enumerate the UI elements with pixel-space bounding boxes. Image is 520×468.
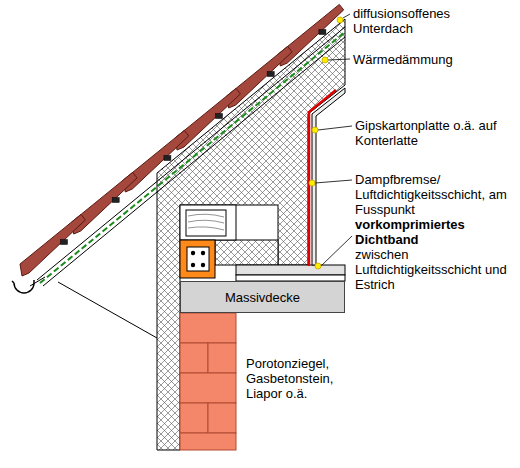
callout-label: Dampfbremse/ Luftdichtigkeitsschicht, am… xyxy=(355,172,513,217)
vapour-barrier xyxy=(309,90,336,266)
callout-label: Wärmedämmung xyxy=(353,52,513,67)
callout-label: zwischen Luftdichtigkeitsschicht und Est… xyxy=(355,247,513,292)
slab-label: Massivdecke xyxy=(225,290,300,305)
gutter xyxy=(12,280,34,293)
label-group: Dampfbremse/ Luftdichtigkeitsschicht, am… xyxy=(355,172,513,292)
callout-label: Gipskartonplatte o.ä. auf Konterlatte xyxy=(355,118,513,148)
gutter-bracket xyxy=(30,277,45,286)
roof-tiles xyxy=(20,4,344,276)
slab-band: Massivdecke xyxy=(180,281,345,313)
wood-grain xyxy=(188,214,224,230)
wall-plate-box xyxy=(180,205,236,240)
brick-wall xyxy=(180,313,236,450)
underlay xyxy=(40,32,345,283)
leader-lines xyxy=(315,14,352,266)
soffit-line xyxy=(58,282,157,338)
floor-insulation xyxy=(215,240,278,265)
screed xyxy=(236,265,345,275)
ring-beam-core xyxy=(187,247,209,271)
callout-dots xyxy=(309,17,343,269)
ring-beam xyxy=(180,240,215,278)
gypsum-board xyxy=(312,88,345,265)
callout-label: diffusionsoffenes Unterdach xyxy=(353,6,513,36)
timber-plate xyxy=(186,210,226,236)
callout-label: vorkomprimiertes Dichtband xyxy=(355,217,513,247)
callout-label: Porotonziegel, Gasbetonstein, Liapor o.ä… xyxy=(246,356,356,401)
